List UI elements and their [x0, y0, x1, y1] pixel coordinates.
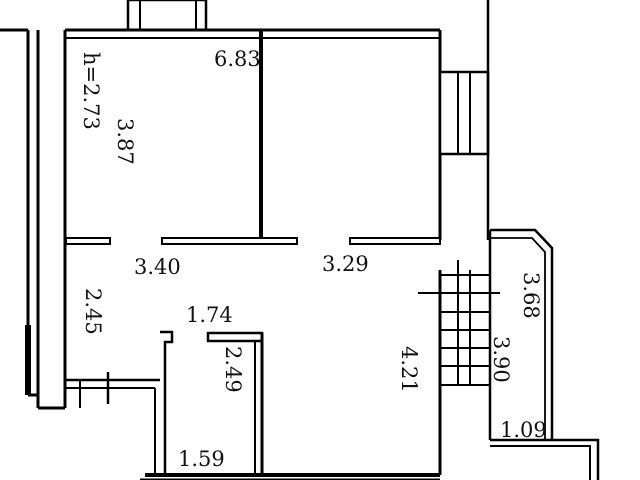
balcony-window-upper: [438, 0, 490, 240]
ceiling-height-label: h=2.73: [79, 52, 103, 130]
balcony: [488, 228, 600, 480]
dim-top-width: 6.83: [214, 47, 261, 71]
dim-balcony-width: 1.09: [500, 418, 547, 442]
dim-kitchen-depth: 4.21: [397, 346, 421, 393]
dim-hall-depth: 2.45: [81, 288, 105, 335]
dim-room2-width: 3.29: [322, 252, 369, 276]
dim-room1-width: 3.40: [134, 255, 181, 279]
dim-bath-width: 1.74: [186, 303, 233, 327]
dim-bath-depth: 2.49: [221, 346, 245, 393]
outer-walls: [0, 28, 65, 410]
dim-room1-depth: 3.87: [113, 118, 137, 165]
dim-balcony-inner: 3.90: [489, 336, 513, 383]
dim-balcony-outer: 3.68: [519, 272, 543, 319]
dim-bath-bottom: 1.59: [178, 447, 225, 471]
balcony-window-lower: [418, 260, 500, 386]
apartment-walls: [63, 0, 442, 480]
